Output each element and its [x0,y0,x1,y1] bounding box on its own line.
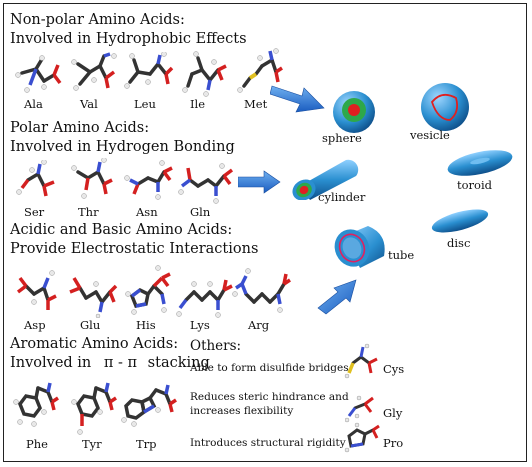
phe-molecule-model [13,382,59,427]
label-disc: disc [447,236,471,250]
glu-molecule-model [69,277,118,318]
sphere-structure [333,91,375,133]
asp-molecule-model [16,270,57,310]
label-cys: Cys [383,362,405,376]
label-lys: Lys [190,318,210,332]
asn-molecule-model [124,160,173,200]
label-asp: Asp [24,318,46,332]
label-pro: Pro [383,436,404,450]
aromatic-title: Aromatic Amino Acids: [10,336,179,352]
charged-title: Acidic and Basic Amino Acids: [10,222,233,238]
polar-subtitle: Involved in Hydrogen Bonding [10,139,235,155]
tyr-molecule-model [71,382,117,435]
ser-molecule-model [16,160,55,197]
label-asn: Asn [136,205,158,219]
figure-border [3,3,527,462]
pi-pi-symbol: π - π [103,355,138,371]
gln-molecule-model [178,163,234,204]
arrow-to-cylinder [238,170,281,194]
cys-molecule-model [344,343,378,379]
nonpolar-title: Non-polar Amino Acids: [10,12,185,28]
label-tyr: Tyr [82,437,102,451]
his-molecule-model [125,265,171,315]
arg-molecule-model [232,268,291,313]
label-gln: Gln [190,205,211,219]
others-title: Others: [190,338,242,354]
label-glu: Glu [80,318,101,332]
cylinder-structure [292,159,359,200]
charged-subtitle: Provide Electrostatic Interactions [10,241,259,257]
gly-molecule-model [345,395,374,423]
aromatic-subtitle-suffix: stacking [147,355,210,371]
label-ser: Ser [24,205,45,219]
gly-description-line2: increases flexibility [190,405,294,417]
aromatic-subtitle: Involved in π - π stacking [10,355,210,372]
label-ala: Ala [24,97,43,111]
gly-description-line1: Reduces steric hindrance and [190,391,349,403]
met-molecule-model [237,48,283,93]
label-trp: Trp [136,437,157,451]
pro-description: Introduces structural rigidity [190,437,346,449]
nonpolar-subtitle: Involved in Hydrophobic Effects [10,31,247,47]
lys-molecule-model [176,279,233,318]
trp-molecule-model [121,384,177,427]
val-molecule-model [71,52,117,91]
label-cylinder: cylinder [318,190,366,204]
ile-molecule-model [182,51,227,97]
label-gly: Gly [383,406,403,420]
tube-structure [334,226,385,268]
cys-description: Able to form disulfide bridges [190,362,349,374]
label-met: Met [244,97,268,111]
label-val: Val [80,97,98,111]
aromatic-subtitle-prefix: Involved in [10,355,92,371]
label-thr: Thr [78,205,99,219]
thr-molecule-model [71,158,113,199]
label-ile: Ile [190,97,206,111]
label-tube: tube [388,248,415,262]
label-vesicle: vesicle [410,128,450,142]
polar-title: Polar Amino Acids: [10,120,150,136]
label-arg: Arg [248,318,270,332]
label-toroid: toroid [457,178,493,192]
ala-molecule-model [15,55,62,93]
pro-molecule-model [344,422,380,453]
label-sphere: sphere [322,131,362,145]
arrow-to-sphere [270,85,325,113]
leu-molecule-model [124,52,174,89]
disc-structure [431,209,489,233]
label-his: His [136,318,156,332]
label-phe: Phe [26,437,48,451]
label-leu: Leu [134,97,156,111]
vesicle-structure [421,83,469,131]
arrow-to-tube [317,279,357,315]
toroid-structure [447,150,513,176]
